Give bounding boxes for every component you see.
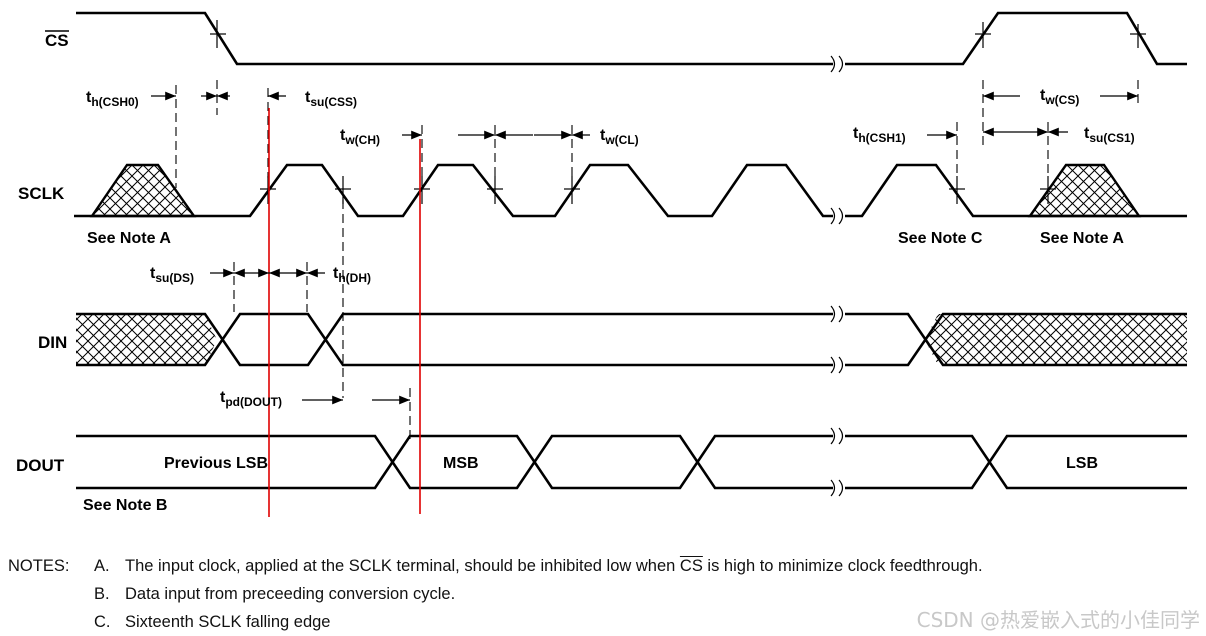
timing-diagram: CS SCLK DIN DOUT: [16, 11, 1187, 517]
watermark: CSDN @热爱嵌入式的小佳同学: [916, 608, 1200, 632]
note-text: Data input from preceeding conversion cy…: [125, 585, 456, 603]
note-key: C.: [94, 613, 111, 631]
th-dh-label: th(DH): [333, 265, 371, 285]
tsu-cs1-label: tsu(CS1): [1084, 125, 1135, 145]
dout-msb: MSB: [443, 455, 479, 472]
tpd-dout-label: tpd(DOUT): [220, 389, 282, 409]
din-waveform: [76, 305, 1187, 374]
dout-previous-lsb: Previous LSB: [164, 455, 268, 472]
note-key: B.: [94, 585, 110, 603]
tw-cs-label: tw(CS): [1040, 87, 1079, 107]
see-note-b: See Note B: [83, 497, 167, 514]
see-note-a-right: See Note A: [1040, 230, 1124, 247]
dout-lsb: LSB: [1066, 455, 1098, 472]
tw-ch-label: tw(CH): [340, 127, 380, 147]
tsu-ds-label: tsu(DS): [150, 265, 194, 285]
tw-cl-label: tw(CL): [600, 127, 639, 147]
din-signal-label: DIN: [38, 333, 67, 352]
timing-arrows: [151, 91, 1138, 405]
sclk-signal-label: SCLK: [18, 184, 65, 203]
note-key: A.: [94, 557, 110, 575]
cs-signal-label: CS: [45, 31, 69, 50]
tsu-css-label: tsu(CSS): [305, 89, 357, 109]
note-text: Sixteenth SCLK falling edge: [125, 613, 331, 631]
see-note-c: See Note C: [898, 230, 983, 247]
notes-heading: NOTES:: [8, 557, 70, 575]
note-text: The input clock, applied at the SCLK ter…: [125, 557, 983, 575]
reference-dashed-lines: [175, 80, 1139, 440]
cs-waveform: [76, 11, 1187, 73]
see-note-a-left: See Note A: [87, 230, 171, 247]
dout-signal-label: DOUT: [16, 456, 65, 475]
sclk-waveform: [74, 163, 1187, 225]
th-csh0-label: th(CSH0): [86, 89, 139, 109]
dout-waveform: [76, 427, 1187, 497]
th-csh1-label: th(CSH1): [853, 125, 906, 145]
